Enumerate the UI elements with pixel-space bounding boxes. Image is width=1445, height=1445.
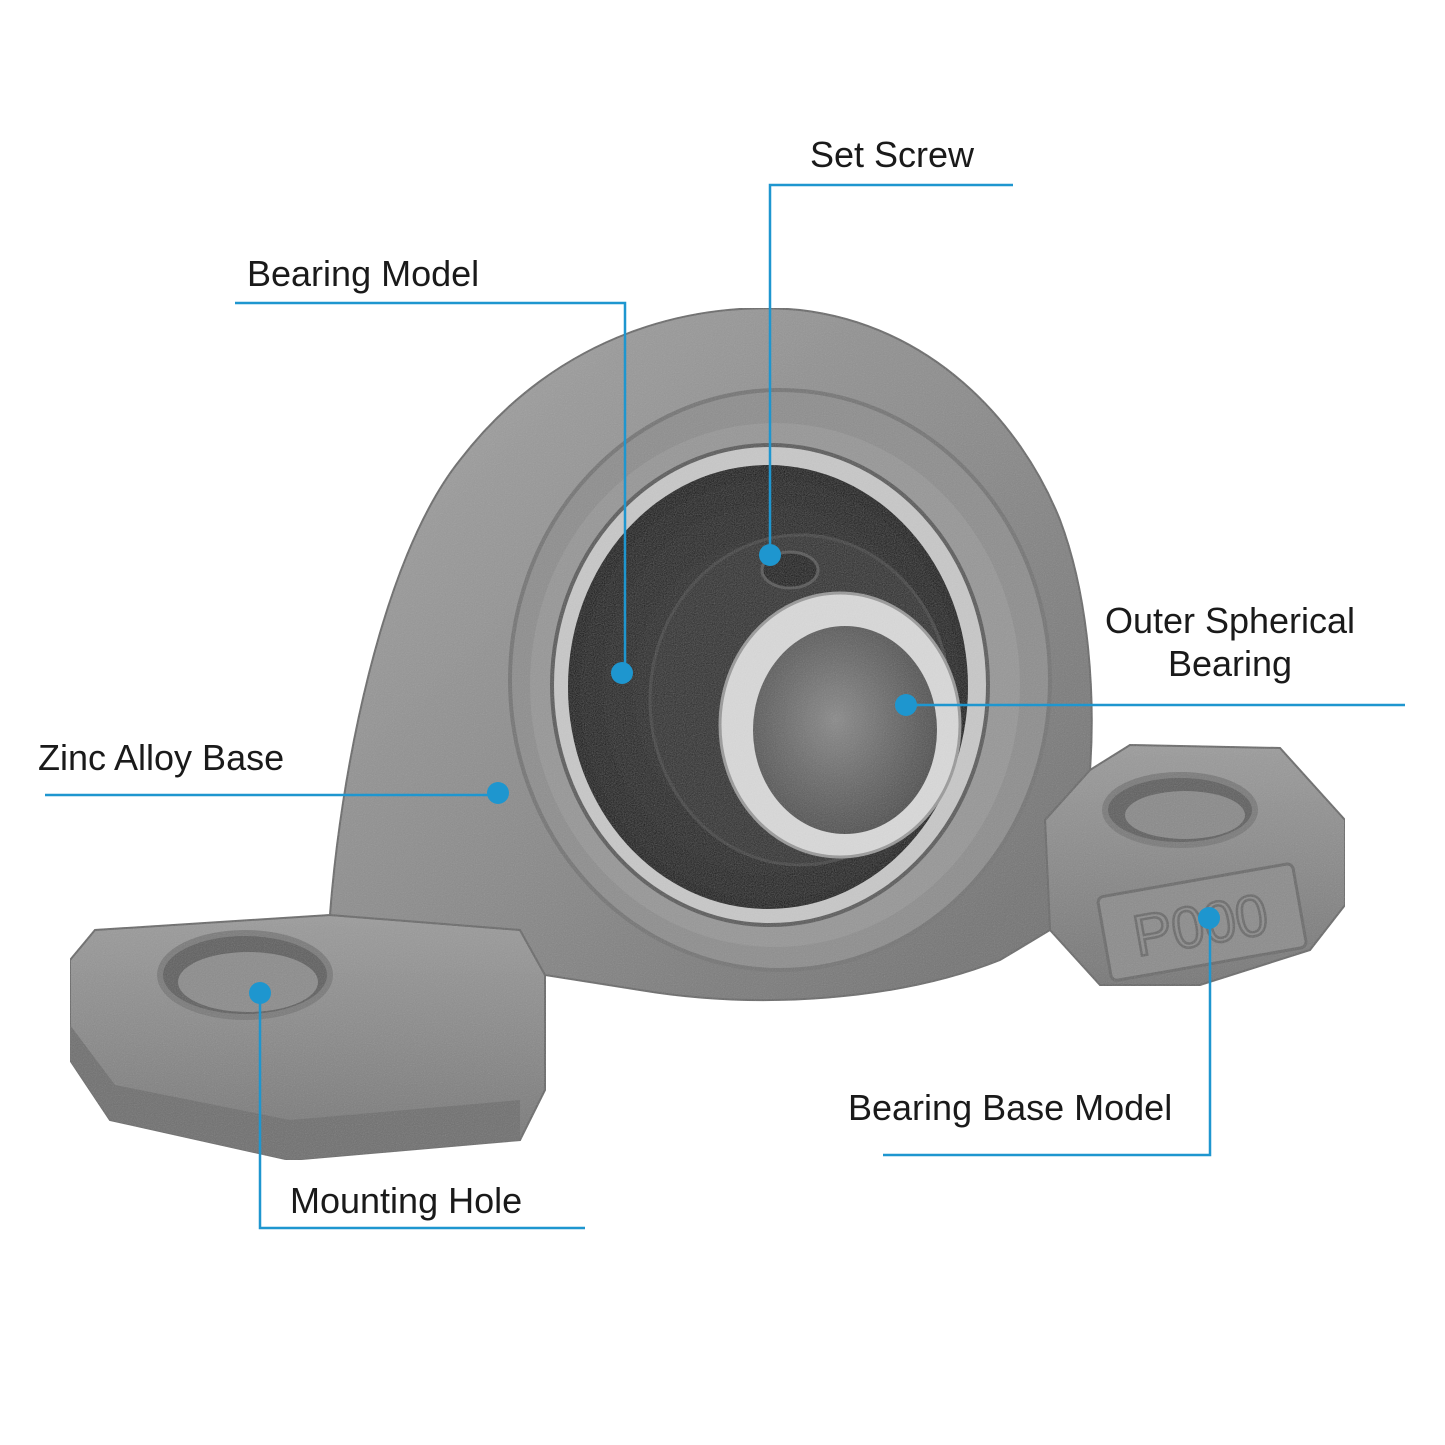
callout-line-base-model [883,918,1212,1157]
callouts [45,183,1405,1230]
callout-dot-base-model [1198,907,1220,929]
bearing-illustration: P000 [69,307,1346,1162]
label-mounting-hole: Mounting Hole [290,1180,523,1221]
callout-dot-set-screw [759,544,781,566]
label-outer-line-1: Outer Spherical [1104,600,1356,641]
callout-line-bearing-model [235,301,627,672]
callout-line-mounting-hole [258,993,585,1230]
callout-line-set-screw [768,183,1013,553]
label-set-screw: Set Screw [810,134,975,175]
callout-dot-outer-bearing [895,694,917,716]
label-bearing-model: Bearing Model [247,253,480,294]
label-outer-spherical-bearing: Outer Spherical Bearing [1099,599,1361,685]
callout-dot-zinc-base [487,782,509,804]
label-zinc-alloy-base: Zinc Alloy Base [38,737,285,778]
label-outer-line-2: Bearing [1167,643,1293,685]
callout-dot-bearing-model [611,662,633,684]
callout-dot-mounting-hole [249,982,271,1004]
callout-dots [249,544,1220,1004]
label-bearing-base-model: Bearing Base Model [848,1087,1173,1128]
shaft-bore [753,626,937,834]
